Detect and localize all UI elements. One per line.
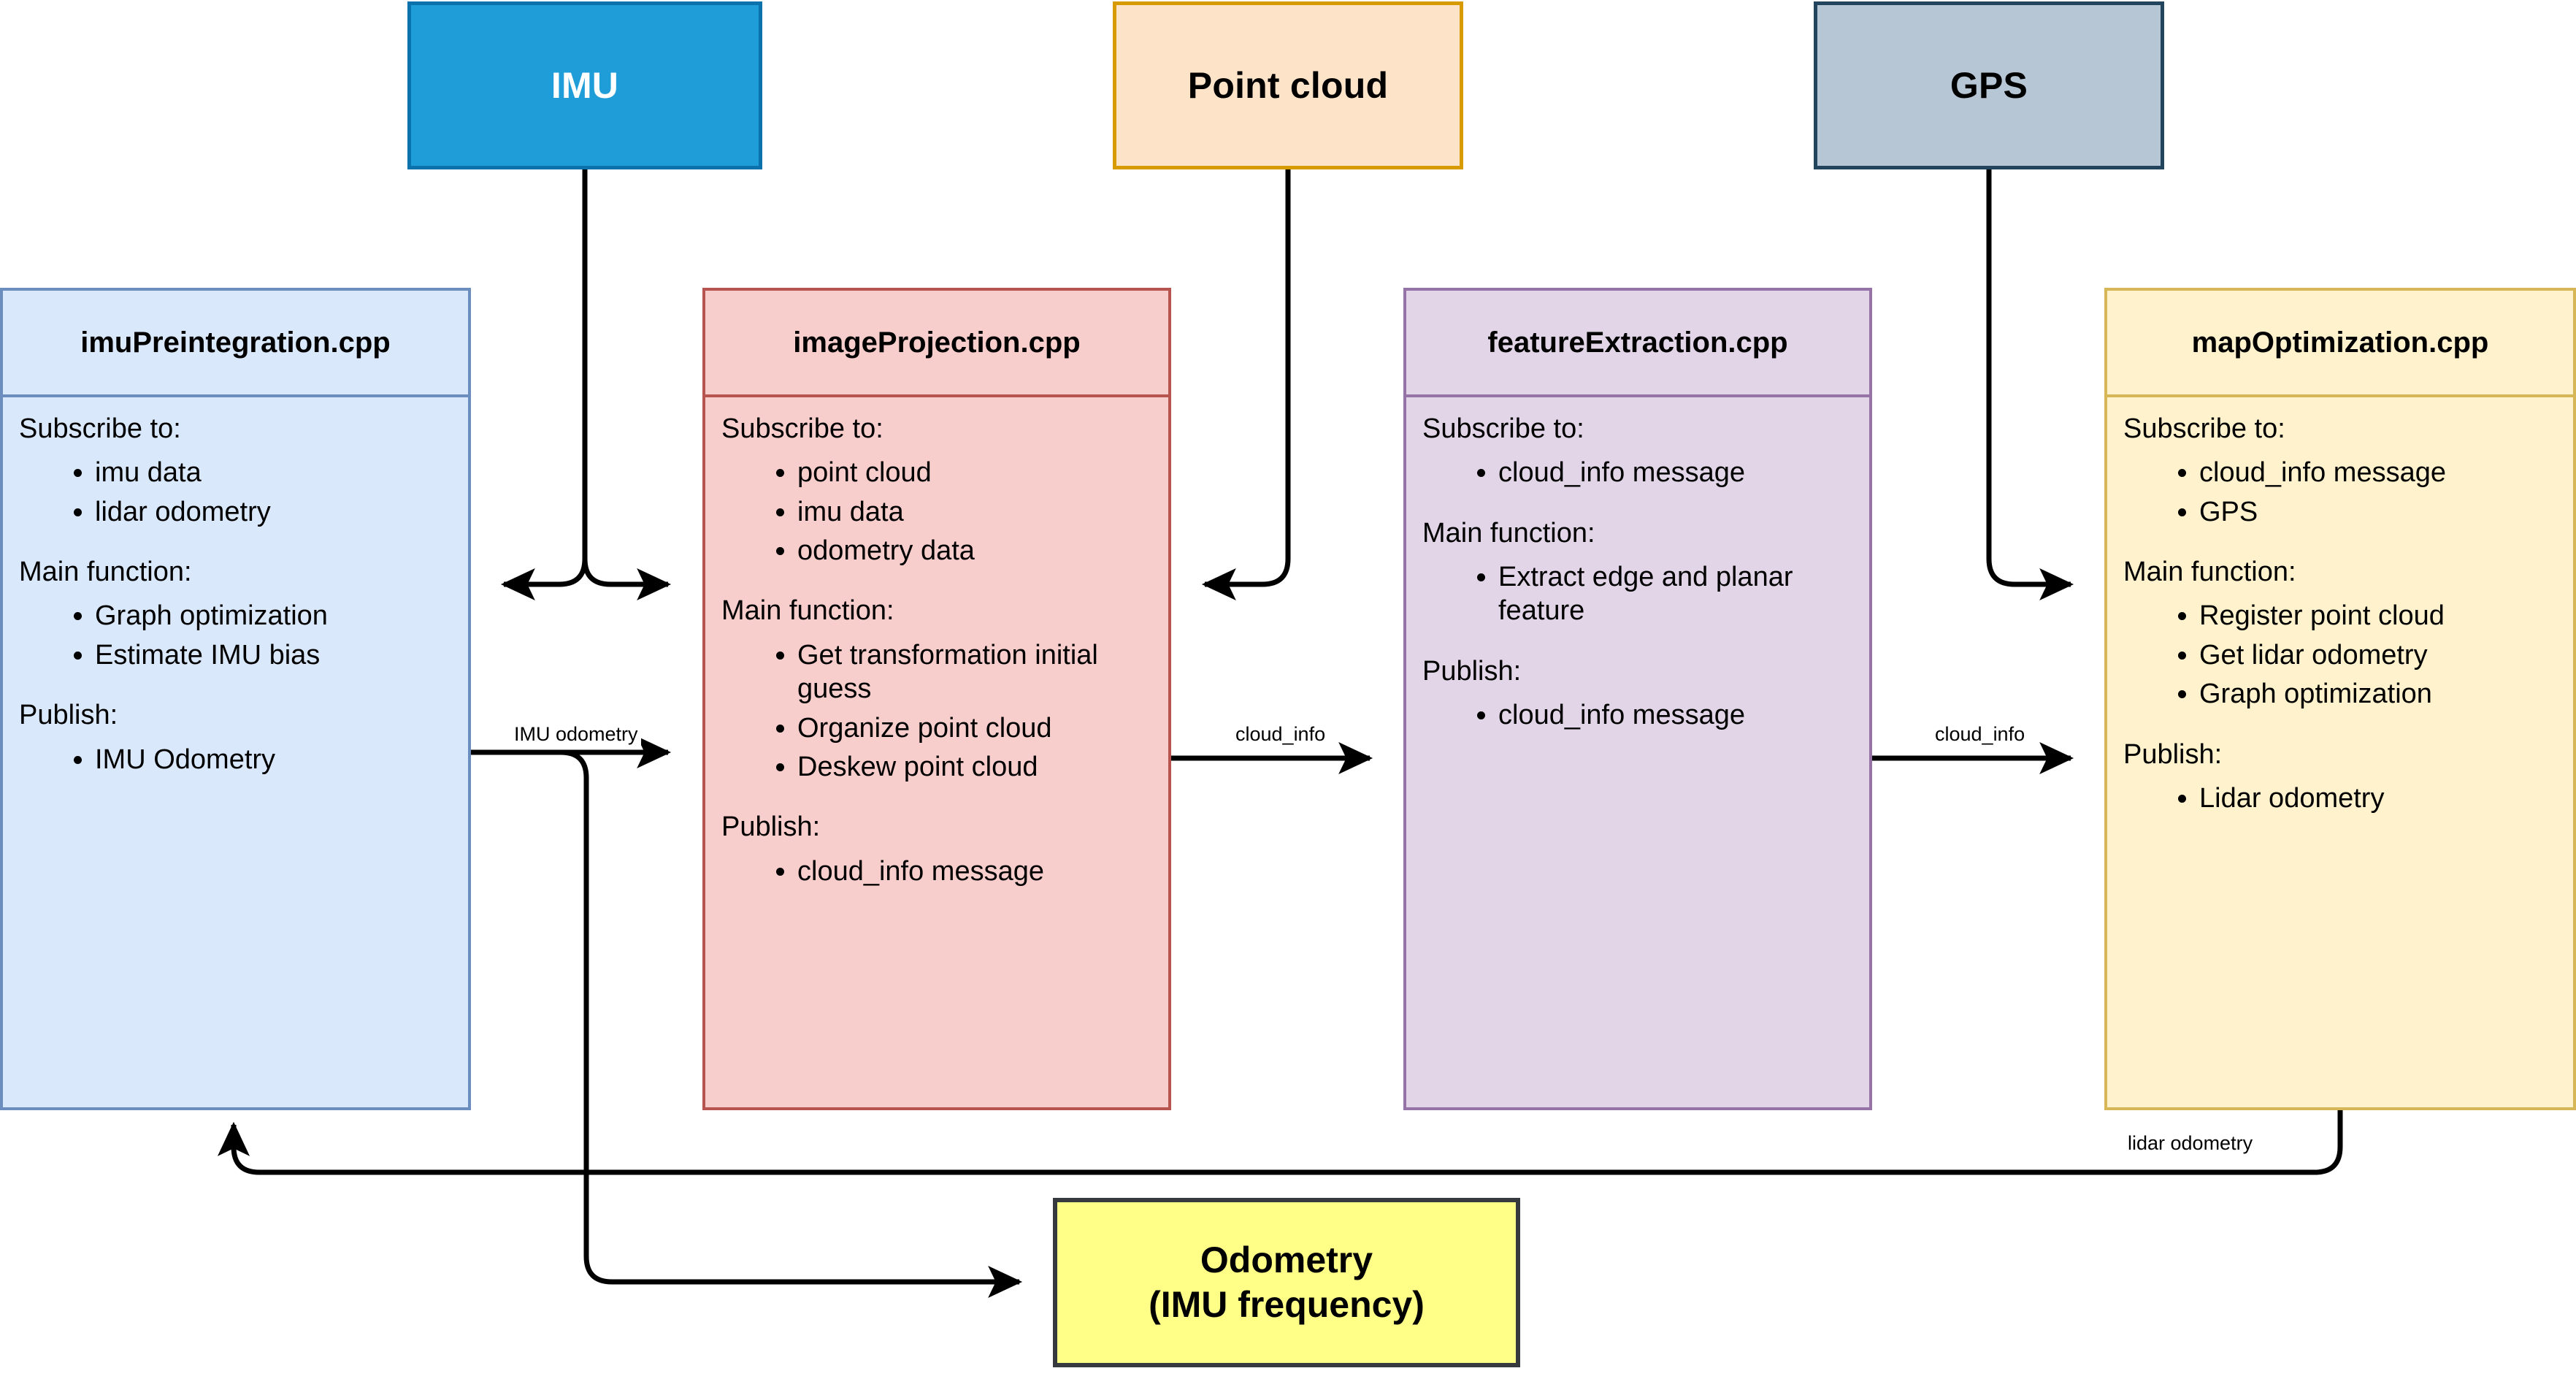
section-list-subscribe: point cloud imu data odometry data [721, 456, 1152, 568]
edge-label-cloud-info-1: cloud_info [1233, 723, 1329, 746]
section-heading-main-function: Main function: [19, 557, 192, 588]
section-list-subscribe: cloud_info message GPS [2123, 456, 2557, 529]
section-heading-publish: Publish: [19, 700, 118, 731]
source-label-imu: IMU [551, 65, 619, 106]
node-feature-extraction[interactable]: featureExtraction.cpp Subscribe to: clou… [1403, 288, 1872, 1110]
section-heading-subscribe: Subscribe to: [721, 413, 883, 444]
list-item: Get lidar odometry [2199, 638, 2557, 672]
node-title-imu-preintegration: imuPreintegration.cpp [3, 291, 468, 397]
section-list-main-function: Graph optimization Estimate IMU bias [19, 599, 452, 672]
section-list-main-function: Get transformation initial guess Organiz… [721, 638, 1152, 784]
list-item: point cloud [797, 456, 1152, 489]
node-title-feature-extraction: featureExtraction.cpp [1406, 291, 1869, 397]
section-list-main-function: Register point cloud Get lidar odometry … [2123, 599, 2557, 711]
list-item: IMU Odometry [95, 743, 452, 776]
sink-label-line1: Odometry [1200, 1239, 1373, 1280]
section-heading-subscribe: Subscribe to: [2123, 413, 2285, 444]
section-heading-publish: Publish: [2123, 738, 2223, 770]
node-body-feature-extraction: Subscribe to: cloud_info message Main fu… [1406, 397, 1869, 749]
list-item: Register point cloud [2199, 599, 2557, 633]
section-heading-main-function: Main function: [721, 595, 894, 627]
section-heading-publish: Publish: [721, 811, 821, 843]
list-item: Graph optimization [95, 599, 452, 633]
section-heading-subscribe: Subscribe to: [1422, 413, 1584, 444]
section-list-publish: cloud_info message [1422, 698, 1853, 732]
list-item: odometry data [797, 534, 1152, 568]
source-box-point-cloud[interactable]: Point cloud [1113, 1, 1463, 169]
section-heading-main-function: Main function: [1422, 517, 1595, 549]
node-imu-preintegration[interactable]: imuPreintegration.cpp Subscribe to: imu … [0, 288, 471, 1110]
list-item: cloud_info message [1498, 456, 1853, 489]
source-box-imu[interactable]: IMU [407, 1, 762, 169]
section-list-subscribe: imu data lidar odometry [19, 456, 452, 529]
list-item: Estimate IMU bias [95, 638, 452, 672]
edge-pointcloud-to-imageprojection [1201, 169, 1291, 601]
source-label-point-cloud: Point cloud [1187, 65, 1389, 106]
source-box-gps[interactable]: GPS [1814, 1, 2164, 169]
sink-box-odometry[interactable]: Odometry (IMU frequency) [1053, 1198, 1520, 1367]
list-item: cloud_info message [2199, 456, 2557, 489]
node-title-map-optimization: mapOptimization.cpp [2107, 291, 2573, 397]
node-title-image-projection: imageProjection.cpp [705, 291, 1168, 397]
list-item: Lidar odometry [2199, 782, 2557, 815]
edge-label-cloud-info-2: cloud_info [1932, 723, 2028, 746]
list-item: cloud_info message [1498, 698, 1853, 732]
list-item: GPS [2199, 495, 2557, 529]
list-item: imu data [797, 495, 1152, 529]
list-item: Get transformation initial guess [797, 638, 1152, 706]
section-list-publish: cloud_info message [721, 855, 1152, 888]
node-body-imu-preintegration: Subscribe to: imu data lidar odometry Ma… [3, 397, 468, 793]
list-item: Deskew point cloud [797, 750, 1152, 784]
node-image-projection[interactable]: imageProjection.cpp Subscribe to: point … [702, 288, 1171, 1110]
section-list-publish: Lidar odometry [2123, 782, 2557, 815]
section-list-subscribe: cloud_info message [1422, 456, 1853, 489]
edge-gps-to-mapoptimization [1986, 169, 2074, 601]
edge-imu-to-imageprojection [582, 169, 672, 601]
list-item: lidar odometry [95, 495, 452, 529]
edge-imu-to-imupreintegration [500, 169, 588, 601]
list-item: cloud_info message [797, 855, 1152, 888]
node-map-optimization[interactable]: mapOptimization.cpp Subscribe to: cloud_… [2104, 288, 2576, 1110]
edge-label-lidar-odometry: lidar odometry [2125, 1132, 2256, 1155]
list-item: imu data [95, 456, 452, 489]
edge-label-imu-odometry: IMU odometry [511, 723, 641, 746]
node-body-map-optimization: Subscribe to: cloud_info message GPS Mai… [2107, 397, 2573, 832]
section-heading-main-function: Main function: [2123, 557, 2296, 588]
section-heading-subscribe: Subscribe to: [19, 413, 181, 444]
sink-label-line2: (IMU frequency) [1149, 1284, 1425, 1325]
section-list-publish: IMU Odometry [19, 743, 452, 776]
list-item: Organize point cloud [797, 711, 1152, 745]
list-item: Graph optimization [2199, 677, 2557, 711]
section-list-main-function: Extract edge and planar feature [1422, 560, 1853, 628]
section-heading-publish: Publish: [1422, 655, 1522, 687]
edge-mapoptimization-to-imupreintegration [217, 1110, 2343, 1175]
list-item: Extract edge and planar feature [1498, 560, 1853, 628]
source-label-gps: GPS [1950, 65, 2028, 106]
node-body-image-projection: Subscribe to: point cloud imu data odome… [705, 397, 1168, 905]
